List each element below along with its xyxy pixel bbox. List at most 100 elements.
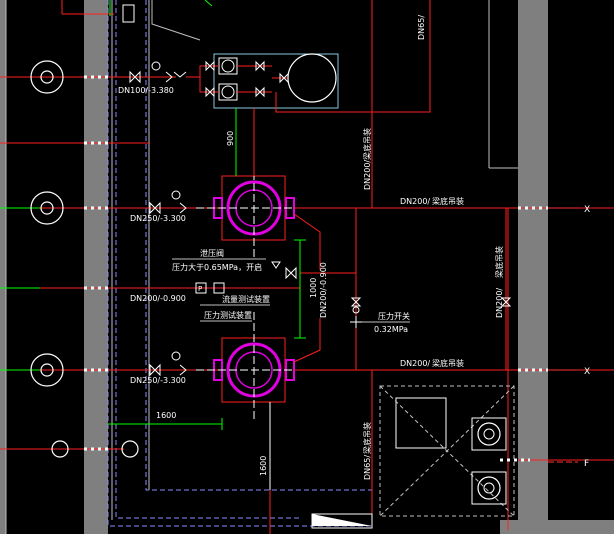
top-small-box bbox=[122, 4, 135, 23]
label-pressure-set: 压力大于0.65MPa，开启 bbox=[172, 262, 262, 272]
fan-unit-1-disc bbox=[477, 422, 501, 446]
dashed-wall-inner bbox=[115, 0, 300, 519]
dashed-wall-top bbox=[151, 0, 201, 41]
stabilizer-valve-d bbox=[255, 86, 265, 98]
green-tick bbox=[204, 0, 213, 7]
label-relief-valve: 泄压阀 bbox=[200, 248, 224, 258]
fan-unit-1-hub bbox=[483, 428, 495, 440]
axis-lines bbox=[548, 207, 578, 463]
tank-circle-1-inner bbox=[40, 70, 54, 84]
label-p-box: P bbox=[198, 285, 202, 293]
label-test-device-2: 压力测试装置 bbox=[204, 310, 252, 320]
label-dim-1000: 1000 bbox=[309, 278, 318, 298]
label-dim-1600: 1600 bbox=[156, 411, 176, 420]
tank-circle-5 bbox=[121, 440, 139, 458]
label-dn250-lower: DN250/-3.300 bbox=[130, 376, 186, 385]
fan-unit-2 bbox=[471, 471, 507, 505]
gauge-row-3 bbox=[171, 190, 181, 200]
stabilizer-valve-a bbox=[205, 60, 215, 72]
dimensions bbox=[0, 0, 306, 490]
label-dn200-right-lower: DN200/ bbox=[400, 359, 430, 368]
label-dn200-vert: DN200/-0.900 bbox=[319, 262, 328, 318]
label-axis-x-upper: X bbox=[584, 205, 590, 215]
tank-circle-1 bbox=[30, 60, 64, 94]
flex-joint-row-1 bbox=[165, 71, 187, 83]
gate-valve-row-3 bbox=[149, 201, 161, 215]
tank-circle-3 bbox=[30, 353, 64, 387]
tank-circle-2 bbox=[30, 191, 64, 225]
pressure-tank bbox=[287, 53, 337, 103]
switch-valve bbox=[350, 297, 362, 307]
room-cross-2 bbox=[379, 385, 515, 517]
test-box-2 bbox=[213, 282, 225, 294]
label-hang-bottom-vert: 梁底吊装 bbox=[362, 422, 372, 454]
stabilizer-outlet bbox=[275, 0, 431, 113]
relief-valve-symbol bbox=[271, 261, 281, 269]
stabilizer-valve-c bbox=[255, 60, 265, 72]
labels: DN100/-3.380 DN250/-3.300 DN200/-0.900 D… bbox=[118, 86, 590, 469]
right-check-valve bbox=[500, 297, 512, 307]
label-hang-upper: 梁底吊装 bbox=[432, 196, 464, 206]
room-dashed-outline bbox=[379, 385, 515, 517]
right-wall-penetrations bbox=[500, 206, 548, 462]
check-valve-relief bbox=[285, 266, 297, 280]
label-hang-top-vert: 梁底吊装 bbox=[362, 128, 372, 160]
gate-valve-row-1 bbox=[129, 70, 141, 84]
label-dim-900: 900 bbox=[226, 131, 235, 146]
relief-loop-lower bbox=[293, 318, 321, 363]
stabilizer-valve-b bbox=[205, 86, 215, 98]
main-pump-lower bbox=[196, 312, 300, 422]
gauge-row-5 bbox=[171, 351, 181, 361]
vertical-labels: 900 DN200/-0.900 1000 1600 DN200/ 梁底吊装 D… bbox=[226, 15, 504, 480]
flex-joint-row-5 bbox=[179, 364, 187, 376]
flex-joint-row-3 bbox=[179, 202, 187, 214]
small-pump-1-rotor bbox=[221, 59, 235, 73]
label-dn65-top: DN65/ bbox=[417, 15, 426, 40]
label-axis-x-lower: X bbox=[584, 367, 590, 377]
pressure-gauge-switch bbox=[352, 306, 360, 314]
tank-circle-4 bbox=[51, 440, 69, 458]
test-box-p bbox=[195, 282, 207, 294]
left-equipment bbox=[0, 0, 222, 458]
label-dn200-far-right: DN200/ bbox=[495, 288, 504, 318]
label-hang-right-vert: 梁底吊装 bbox=[494, 246, 504, 278]
fan-unit-2-hub bbox=[483, 482, 495, 494]
label-hang-lower: 梁底吊装 bbox=[432, 358, 464, 368]
fan-unit-2-disc bbox=[477, 476, 501, 500]
discharge-fittings bbox=[195, 261, 512, 328]
fan-unit-1 bbox=[471, 417, 507, 451]
gate-valve-row-5 bbox=[149, 363, 161, 377]
suction-valves bbox=[129, 61, 187, 377]
ramp-wedge bbox=[312, 514, 372, 526]
relief-loop-upper bbox=[293, 213, 321, 270]
switch-valve-2 bbox=[350, 316, 362, 328]
label-dim-1600-vert: 1600 bbox=[259, 456, 268, 476]
label-test-device-1: 流量测试装置 bbox=[222, 294, 270, 304]
label-dn200-mid: DN200/-0.900 bbox=[130, 294, 186, 303]
left-column-wall bbox=[84, 0, 108, 534]
label-dn65-bottom: DN65/ bbox=[363, 455, 372, 480]
label-dn200-right-upper: DN200/ bbox=[400, 197, 430, 206]
tank-circle-3-inner bbox=[40, 363, 54, 377]
main-pump-upper bbox=[196, 150, 300, 260]
label-dn250-upper: DN250/-3.300 bbox=[130, 214, 186, 223]
small-pump-2-rotor bbox=[221, 85, 235, 99]
right-column-wall bbox=[518, 0, 548, 520]
bottom-right-room bbox=[311, 385, 515, 529]
label-dn100-top: DN100/-3.380 bbox=[118, 86, 174, 95]
bottom-right-wall bbox=[500, 520, 614, 534]
gauge-row-1 bbox=[151, 61, 161, 71]
label-dn200-up-right: DN200/ bbox=[363, 160, 372, 190]
ramp-box bbox=[311, 513, 373, 529]
tank-circle-2-inner bbox=[40, 201, 54, 215]
label-axis-f: F bbox=[584, 459, 589, 469]
left-edge-column bbox=[0, 0, 6, 534]
stabilizer-unit bbox=[186, 0, 431, 113]
label-pressure-switch: 压力开关 bbox=[378, 311, 410, 321]
stabilizer-valve-e bbox=[279, 72, 289, 84]
room-inner-box bbox=[395, 397, 447, 449]
label-pressure-value: 0.32MPa bbox=[374, 325, 408, 334]
stabilizer-pipe-2 bbox=[199, 77, 219, 93]
